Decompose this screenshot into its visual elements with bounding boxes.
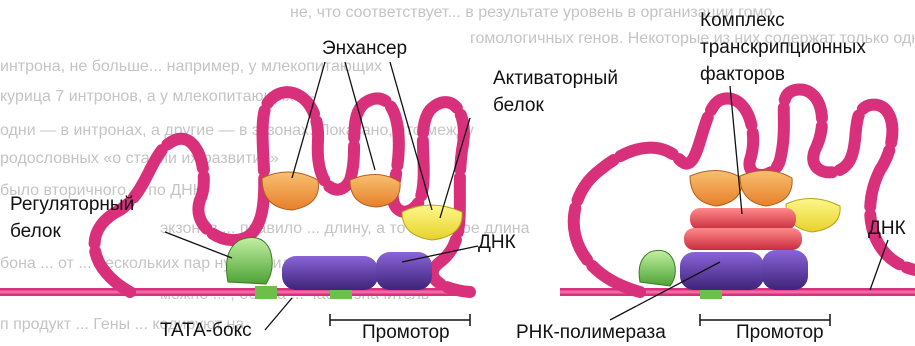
enhancer-factor-left-1 bbox=[262, 172, 318, 210]
enhancer-factor-left-2 bbox=[350, 174, 400, 207]
rna-polymerase-right-1 bbox=[680, 252, 764, 290]
label-rna-polymerase: РНК-полимераза bbox=[516, 322, 666, 344]
label-regulatory-line2: белок bbox=[10, 221, 61, 243]
label-complex-line2: транскрипционных bbox=[700, 37, 866, 59]
regulatory-protein-right bbox=[639, 250, 675, 286]
rna-polymerase-left-1 bbox=[282, 256, 378, 290]
label-promoter-left: Промотор bbox=[362, 322, 450, 344]
tf-complex-layer-1 bbox=[690, 208, 796, 230]
label-activator-line2: белок bbox=[493, 95, 544, 117]
label-enhancer: Энхансер bbox=[322, 38, 407, 60]
label-tata-box: ТАТА-бокс bbox=[160, 320, 252, 342]
tf-complex-layer-2 bbox=[684, 228, 802, 250]
label-complex-line3: факторов bbox=[700, 64, 785, 86]
enhancer-factor-right-2 bbox=[740, 170, 792, 206]
label-promoter-right: Промотор bbox=[736, 322, 824, 344]
label-dna-right: ДНК bbox=[868, 218, 906, 240]
label-complex-line1: Комплекс bbox=[700, 10, 785, 32]
enhancer-factor-right-1 bbox=[690, 170, 742, 206]
rna-polymerase-right-2 bbox=[762, 250, 808, 290]
label-dna-left: ДНК bbox=[478, 232, 516, 254]
label-activator-line1: Активаторный bbox=[493, 68, 618, 90]
label-regulatory-line1: Регуляторный bbox=[10, 194, 134, 216]
tata-box-left bbox=[255, 286, 277, 299]
